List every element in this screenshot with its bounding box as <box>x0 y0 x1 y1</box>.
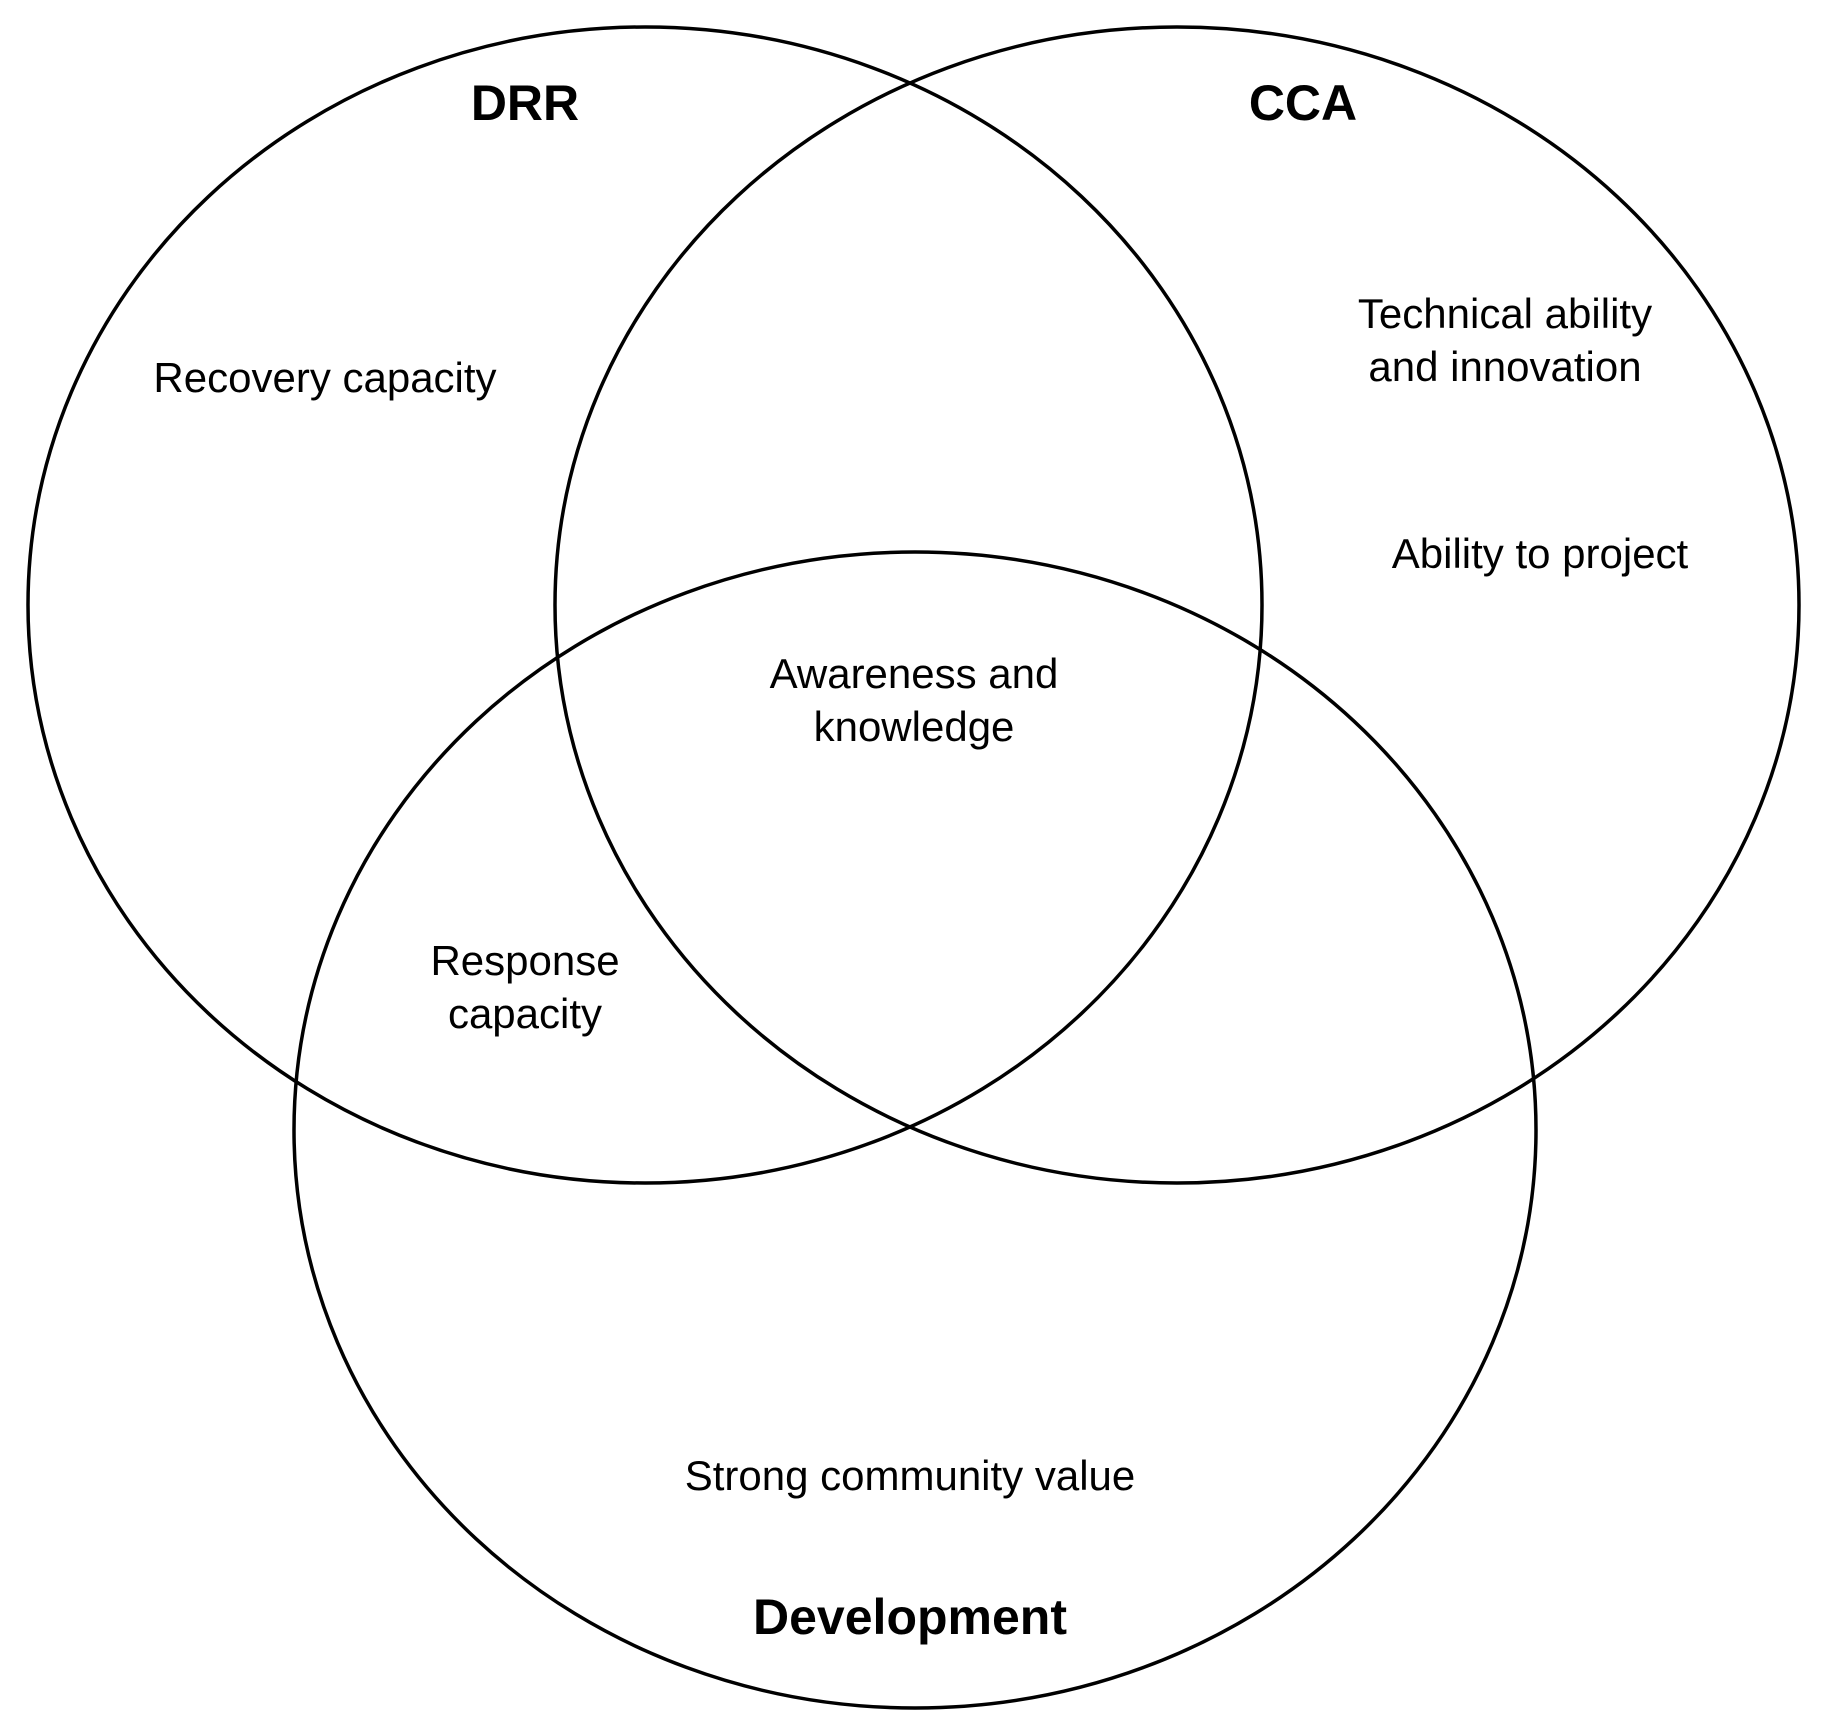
region-label-line: Technical ability <box>1357 290 1653 337</box>
region-label-line: Ability to project <box>1391 530 1689 577</box>
region-label-line: Awareness and <box>769 650 1059 697</box>
region-drr-development: Response capacity <box>380 935 670 1040</box>
region-drr-only: Recovery capacity <box>120 352 530 405</box>
drr-circle <box>26 25 1264 1185</box>
region-all-three: Awareness and knowledge <box>704 648 1124 753</box>
region-label-line: Strong community value <box>684 1452 1136 1499</box>
cca-set-title: CCA <box>1248 75 1358 131</box>
region-label-line: Recovery capacity <box>153 354 497 401</box>
development-circle <box>292 550 1538 1710</box>
region-cca-only-project: Ability to project <box>1340 528 1740 581</box>
cca-circle <box>553 25 1801 1185</box>
region-label-line: and innovation <box>1368 342 1642 390</box>
development-set-title: Development <box>753 1589 1067 1645</box>
region-label-line: capacity <box>447 989 603 1037</box>
region-label-line: Response <box>430 937 620 984</box>
drr-set-title: DRR <box>470 75 580 131</box>
region-cca-only-technical: Technical ability and innovation <box>1300 288 1710 393</box>
region-development-only: Strong community value <box>620 1450 1200 1503</box>
region-label-line: knowledge <box>813 702 1015 750</box>
